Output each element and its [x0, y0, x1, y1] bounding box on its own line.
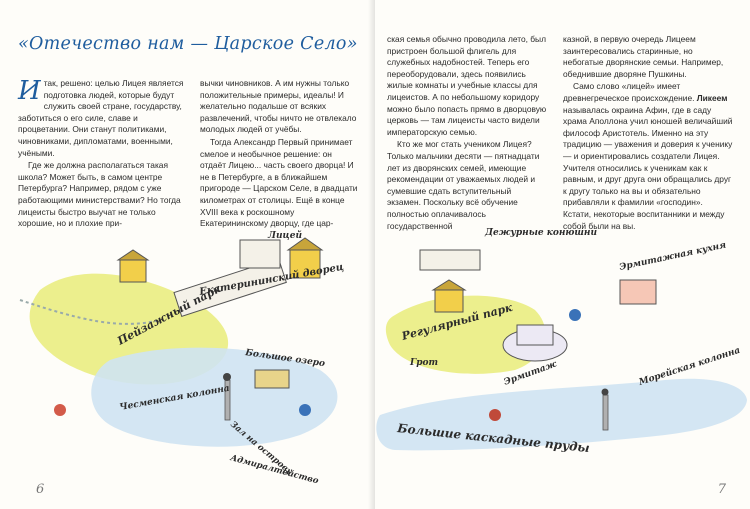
- paragraph: Кто же мог стать учеником Лицея? Только …: [387, 139, 540, 231]
- right-page-column-2: казной, в первую очередь Лицеем заинтере…: [563, 34, 733, 233]
- paragraph: казной, в первую очередь Лицеем заинтере…: [563, 34, 724, 79]
- page-number-right: 7: [717, 482, 726, 497]
- paragraph-text: так, решено: целью Лицея является подгот…: [18, 78, 184, 158]
- pavilion-building: [431, 279, 467, 313]
- figure-decoration: [489, 409, 501, 421]
- pavilion-building: [116, 249, 150, 283]
- path-line: [19, 299, 161, 325]
- figure-decoration: [299, 404, 311, 416]
- map-right-svg: Дежурные конюшни Эрмитажная кухня Регуля…: [376, 228, 747, 455]
- drop-cap: И: [18, 76, 41, 106]
- map-label-duty-stables: Дежурные конюшни: [484, 228, 597, 238]
- catherine-palace-building: [173, 239, 287, 317]
- page-number-left: 6: [36, 482, 45, 497]
- figure-decoration: [569, 309, 581, 321]
- hermitage-building: [502, 324, 568, 362]
- regular-park-area: [385, 295, 546, 374]
- paragraph: Где же должна располагаться такая школа?…: [18, 160, 181, 229]
- paragraph-text: Само слово «лицей» имеет древнегреческое…: [563, 81, 695, 103]
- hermitage-kitchen-building: [619, 279, 657, 305]
- morea-column: [601, 388, 609, 431]
- map-label-grotto: Грот: [409, 358, 438, 368]
- paragraph: ская семья обычно проводила лето, был пр…: [387, 34, 547, 137]
- figure-decoration: [54, 404, 66, 416]
- duty-stables-building: [419, 249, 481, 271]
- left-page-column-2: вычки чиновников. А им нужны только поло…: [200, 78, 360, 231]
- cascade-ponds-water: [376, 378, 747, 451]
- paragraph: вычки чиновников. А им нужны только поло…: [200, 78, 357, 135]
- paragraph: Само слово «лицей» имеет древнегреческое…: [563, 81, 733, 232]
- paragraph-text: называлась окраина Афин, где в саду храм…: [563, 104, 733, 231]
- map-label-hermitage-kitchen: Эрмитажная кухня: [619, 241, 728, 273]
- right-page: ская семья обычно проводила лето, был пр…: [375, 0, 750, 509]
- lyceum-building: [286, 237, 324, 279]
- map-illustration-right: Дежурные конюшни Эрмитажная кухня Регуля…: [375, 220, 750, 499]
- chapter-title: «Отечество нам — Царское Село»: [18, 34, 358, 54]
- map-illustration-left: Пейзажный парк Екатерининский дворец Лиц…: [0, 220, 375, 499]
- map-label-lyceum: Лицей: [267, 230, 302, 241]
- right-page-column-1: ская семья обычно проводила лето, был пр…: [387, 34, 547, 233]
- map-left-svg: Пейзажный парк Екатерининский дворец Лиц…: [19, 230, 345, 486]
- paragraph: Тогда Александр Первый принимает смелое …: [200, 136, 358, 229]
- island-hall-building: [254, 369, 290, 389]
- chesme-column: [223, 373, 231, 421]
- emphasis-term: Ликеем: [696, 92, 728, 103]
